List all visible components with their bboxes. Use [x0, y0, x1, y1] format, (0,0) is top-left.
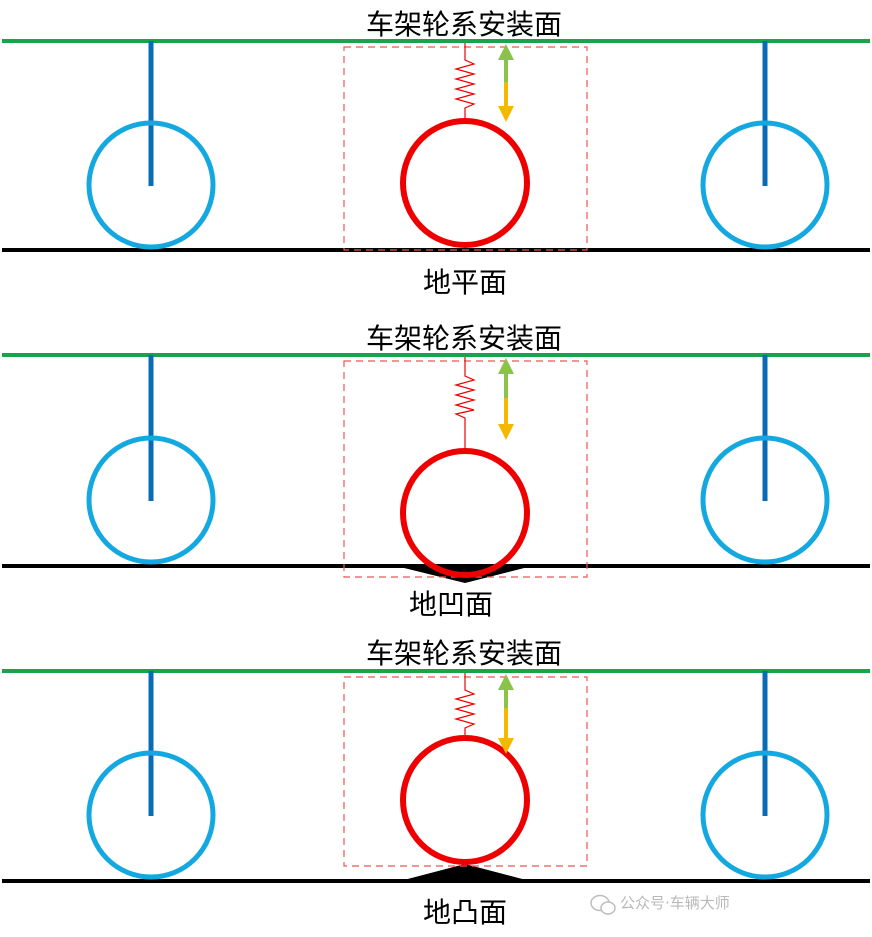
spring [453, 673, 477, 740]
center-wheel [400, 448, 530, 578]
center-wheel [400, 118, 530, 248]
frame-label: 车架轮系安装面 [366, 637, 562, 670]
left-wheel [86, 750, 216, 880]
right-wheel [700, 435, 830, 565]
center-wheel [400, 735, 530, 865]
wheel-focus-box [343, 676, 588, 867]
ground-label: 地凸面 [423, 896, 507, 929]
wechat-icon [590, 894, 616, 915]
panel-flat: 车架轮系安装面 地平面 [2, 8, 870, 299]
panel-bump: 车架轮系安装面 地凸面 [2, 637, 870, 929]
watermark: 公众号·车辆大师 [590, 894, 730, 915]
right-wheel [700, 750, 830, 880]
panel-dip: 车架轮系安装面 地凹面 [2, 322, 870, 621]
right-wheel [700, 120, 830, 250]
spring [453, 357, 477, 449]
frame-label: 车架轮系安装面 [366, 8, 562, 41]
road-bump [400, 864, 530, 881]
watermark-text: 公众号·车辆大师 [620, 894, 730, 912]
spring [453, 43, 477, 121]
wheel-focus-box [343, 46, 588, 251]
ground-label: 地凹面 [409, 588, 493, 621]
ground-label: 地平面 [423, 266, 507, 299]
left-wheel [86, 120, 216, 250]
frame-label: 车架轮系安装面 [366, 322, 562, 355]
wheel-focus-box [343, 360, 588, 578]
left-wheel [86, 435, 216, 565]
